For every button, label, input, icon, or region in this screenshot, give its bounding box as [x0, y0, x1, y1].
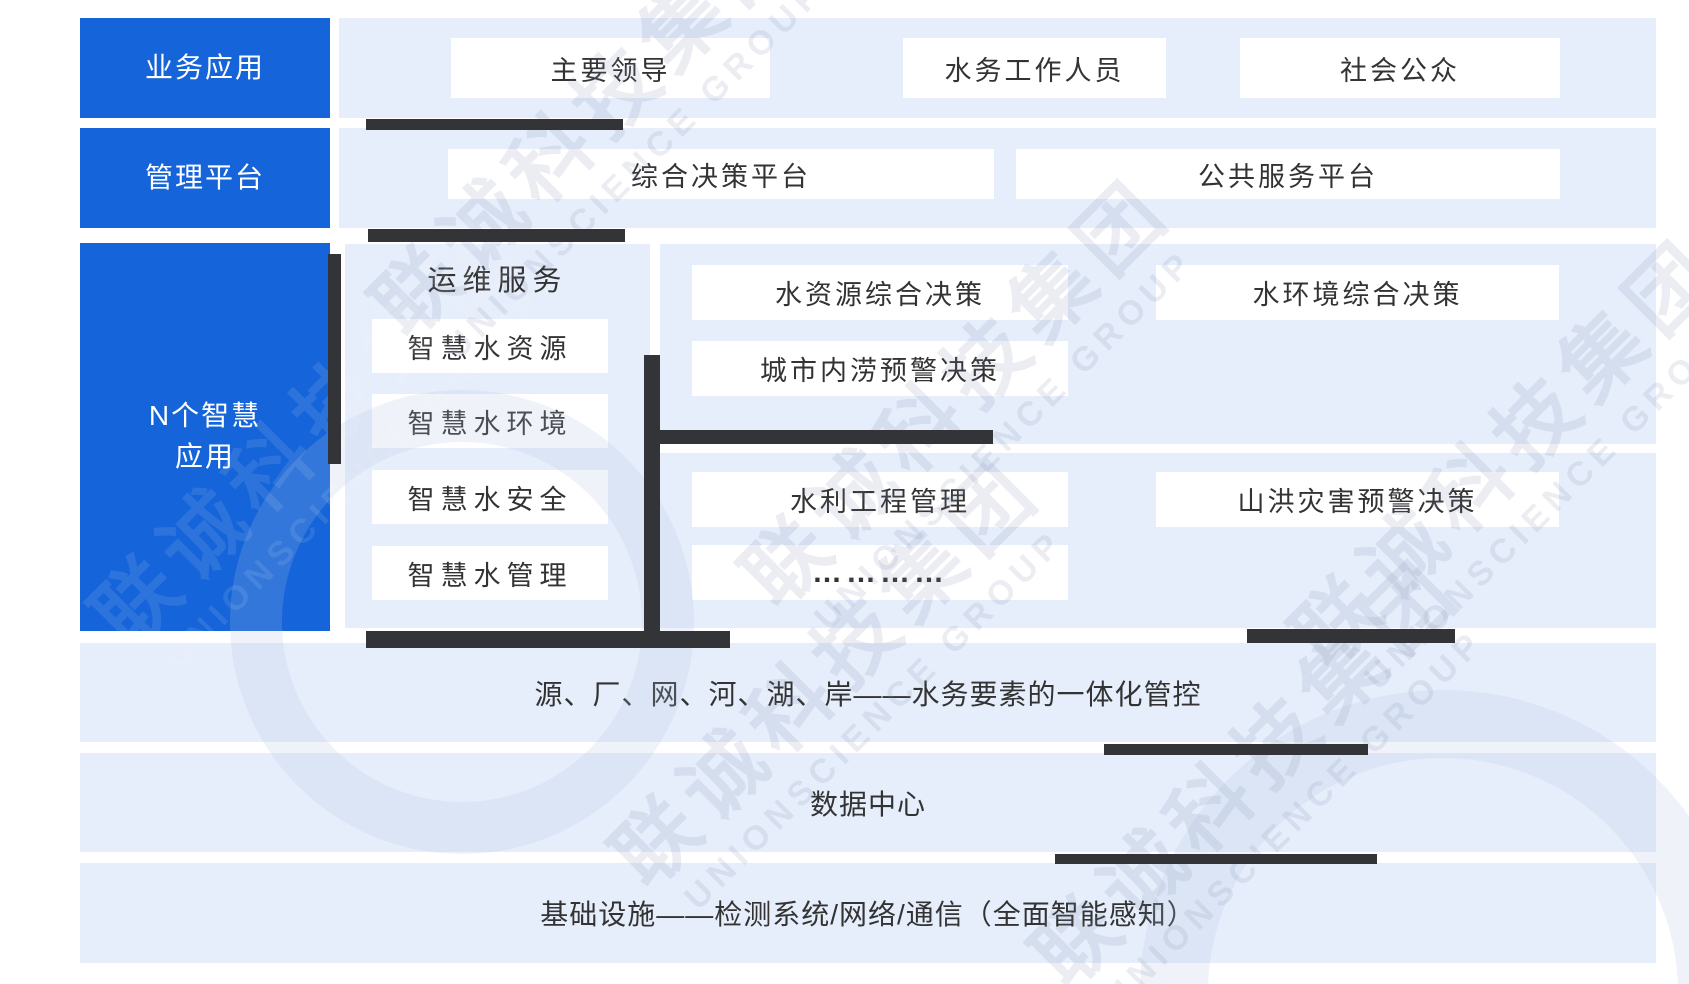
box-decision-platform-text: 综合决策平台: [631, 161, 811, 192]
box-smart-water-environment-text: 智慧水环境: [407, 408, 573, 439]
row-label-n-smart-apps-line1: N个智慧: [148, 400, 262, 432]
box-water-resource-decision: 水资源综合决策: [692, 265, 1068, 320]
box-smart-water-resource-text: 智慧水资源: [407, 333, 573, 364]
box-urban-flood-warning: 城市内涝预警决策: [692, 341, 1068, 396]
box-ellipsis-text: …………: [812, 555, 948, 589]
row-label-n-smart-apps: N个智慧 应用: [80, 243, 330, 631]
band-data-center: 数据中心: [80, 753, 1656, 852]
band-infrastructure: 基础设施——检测系统/网络/通信（全面智能感知）: [80, 863, 1656, 963]
box-smart-water-environment: 智慧水环境: [372, 394, 608, 448]
box-smart-water-management: 智慧水管理: [372, 546, 608, 600]
band-integrated-control: 源、厂、网、河、湖、岸——水务要素的一体化管控: [80, 643, 1656, 742]
row-label-n-smart-apps-line2: 应用: [174, 441, 235, 472]
box-water-env-decision: 水环境综合决策: [1156, 265, 1559, 320]
row-label-management-platform: 管理平台: [80, 128, 330, 228]
row-label-business-apps-text: 业务应用: [144, 51, 265, 83]
row-label-business-apps: 业务应用: [80, 18, 330, 118]
box-water-project-mgmt: 水利工程管理: [692, 472, 1068, 527]
box-ellipsis: …………: [692, 545, 1068, 600]
box-public-text: 社会公众: [1340, 55, 1460, 86]
band-data-center-text: 数据中心: [809, 788, 926, 820]
box-primary-leaders-text: 主要领导: [550, 55, 671, 86]
box-public-service-platform-text: 公共服务平台: [1198, 161, 1378, 192]
box-smart-water-resource: 智慧水资源: [372, 319, 608, 373]
box-smart-water-safety: 智慧水安全: [372, 470, 608, 524]
box-flood-disaster-warning-text: 山洪灾害预警决策: [1237, 487, 1478, 517]
box-flood-disaster-warning: 山洪灾害预警决策: [1156, 472, 1559, 527]
box-water-staff: 水务工作人员: [903, 38, 1166, 98]
box-water-env-decision-text: 水环境综合决策: [1252, 280, 1463, 310]
box-water-project-mgmt-text: 水利工程管理: [790, 487, 970, 517]
row-label-management-platform-text: 管理平台: [144, 161, 265, 193]
ops-service-title-text: 运维服务: [427, 265, 568, 297]
band-infrastructure-text: 基础设施——检测系统/网络/通信（全面智能感知）: [540, 899, 1196, 930]
box-water-resource-decision-text: 水资源综合决策: [775, 280, 985, 310]
box-primary-leaders: 主要领导: [451, 38, 770, 98]
box-urban-flood-warning-text: 城市内涝预警决策: [760, 356, 1000, 386]
box-decision-platform: 综合决策平台: [448, 149, 994, 199]
ops-service-title: 运维服务: [345, 258, 650, 298]
box-public-service-platform: 公共服务平台: [1016, 149, 1560, 199]
box-public: 社会公众: [1240, 38, 1560, 98]
box-water-staff-text: 水务工作人员: [944, 55, 1125, 86]
band-integrated-control-text: 源、厂、网、河、湖、岸——水务要素的一体化管控: [534, 678, 1202, 710]
box-smart-water-safety-text: 智慧水安全: [407, 484, 573, 515]
box-smart-water-management-text: 智慧水管理: [407, 560, 573, 591]
